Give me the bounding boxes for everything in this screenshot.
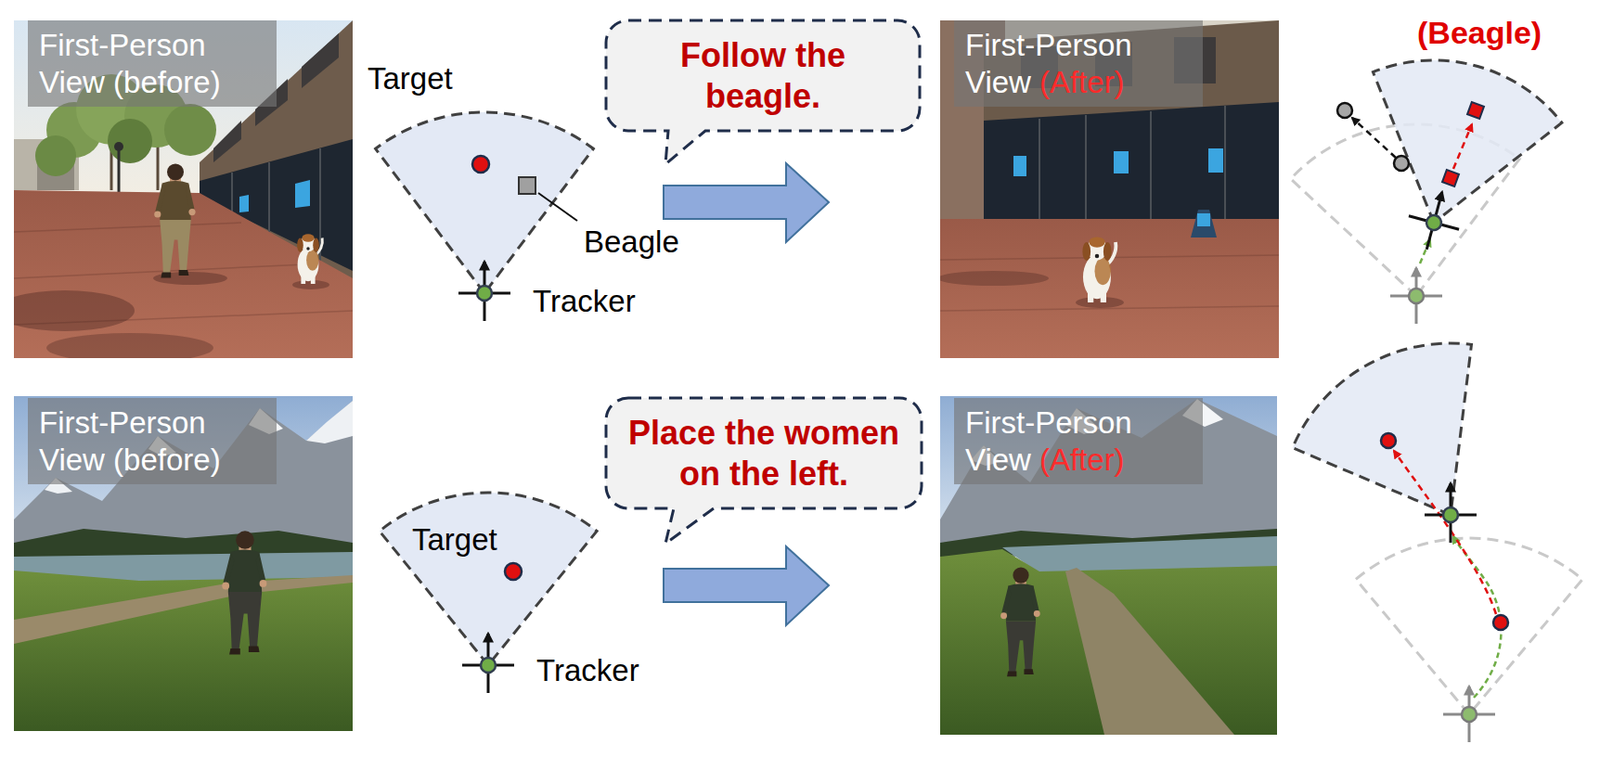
street-photo-after-part (1082, 236, 1116, 303)
speech-bubble: Place the women on the left. (604, 396, 924, 511)
street-photo-after-part (1038, 118, 1041, 220)
landscape-photo-after-part (1000, 567, 1041, 677)
trajectory-diagram-part (1453, 536, 1501, 698)
street-photo-after-part (1208, 148, 1224, 173)
view-fan-diagram-part (472, 155, 490, 173)
street-photo-before-part (114, 141, 124, 152)
street-photo-after-part (1197, 213, 1211, 227)
trajectory-diagram-part (1393, 451, 1497, 615)
street-photo-after-part (1013, 155, 1027, 177)
text-block: Place the women on the left. (615, 412, 913, 493)
view-caption-tag: First-Person View(After) (954, 20, 1203, 107)
view-fan-diagram-part (462, 633, 515, 694)
speech-bubble-outline (604, 18, 922, 133)
diagram-label: Beagle (583, 224, 680, 260)
trajectory-diagram-part (1393, 155, 1409, 171)
view-caption-text: (After) (1039, 441, 1125, 479)
diagram-label: Target (412, 522, 498, 558)
trajectory-diagram-part (1390, 268, 1443, 324)
street-photo-before-part (154, 163, 195, 278)
view-caption-text: First-Person View (before) (38, 405, 221, 478)
landscape-photo-before (13, 396, 353, 732)
street-photo-before-part (164, 103, 217, 156)
view-caption-tag: First-Person View (before) (27, 20, 277, 107)
street-photo-before-part (301, 33, 339, 89)
view-fan-diagram-part (504, 563, 522, 581)
text-block: First-Person View (before) (38, 26, 246, 101)
street-photo-after-part (983, 102, 1279, 223)
landscape-photo-before-part (13, 575, 353, 645)
diagram-label: (Beagle) (1417, 14, 1542, 52)
trajectory-diagram-part (1372, 60, 1562, 223)
trajectory-diagram-part (1424, 483, 1477, 543)
street-photo-before-part (295, 180, 310, 208)
instruction-text: Follow the beagle. (646, 35, 879, 116)
landscape-photo-after (940, 396, 1278, 736)
text-block: Follow the beagle. (646, 35, 879, 116)
view-caption-tag: First-Person View(After) (954, 398, 1203, 485)
view-fan-diagram-part (538, 193, 578, 221)
street-photo-after-part (1084, 115, 1087, 220)
street-photo-before-part (107, 118, 153, 164)
view-caption-text: (After) (1039, 64, 1125, 102)
street-photo-after-part (1075, 296, 1124, 309)
trajectory-diagram-part (1467, 102, 1484, 119)
trajectory-diagram-part (1337, 103, 1353, 118)
street-photo-after-part (1113, 151, 1129, 174)
street-photo-before-part (13, 222, 242, 233)
street-photo-before-part (46, 333, 214, 359)
speech-bubble: Follow the beagle. (604, 18, 922, 133)
trajectory-diagram-part (1292, 343, 1472, 516)
street-photo-before-part (35, 135, 77, 177)
street-photo-before-part (231, 172, 233, 216)
landscape-photo-after-part (940, 399, 1278, 557)
diagram-label: Target (367, 61, 453, 97)
street-photo-before-part (296, 233, 323, 284)
view-caption-tag: First-Person View (before) (27, 398, 277, 485)
street-photo-after-part (1190, 209, 1217, 238)
street-photo-before-part (239, 194, 249, 213)
view-caption-text: First-Person View (before) (38, 27, 221, 100)
view-fan-diagram-part (518, 177, 536, 194)
view-fan-diagram-part (458, 261, 511, 322)
trajectory-diagram-part (1352, 117, 1396, 158)
landscape-photo-after-part (1065, 567, 1235, 736)
street-photo-before-part (268, 162, 271, 237)
street-photo-before (13, 20, 353, 359)
process-arrow (663, 163, 829, 243)
landscape-photo-before-part (13, 396, 353, 564)
street-photo-before-part (117, 148, 121, 194)
text-block: First-Person View (before) (38, 404, 246, 478)
text-block: First-Person View(After) (965, 404, 1172, 478)
street-photo-after-part (940, 270, 1049, 286)
trajectory-diagram-part (1493, 615, 1509, 631)
trajectory-diagram-part (1401, 185, 1468, 257)
landscape-photo-after-part (940, 549, 1278, 736)
street-photo-after-part (1224, 105, 1226, 222)
landscape-photo-before-part (306, 400, 353, 444)
street-photo-before-part (13, 290, 135, 332)
street-photo-before-part (213, 120, 242, 163)
trajectory-diagram (1290, 60, 1562, 324)
trajectory-diagram-part (1380, 433, 1396, 449)
street-photo-after-part (1149, 111, 1152, 221)
speech-bubble-outline (606, 398, 922, 544)
speech-bubble-outline (606, 20, 920, 165)
landscape-photo-before-part (221, 530, 267, 655)
trajectory-diagram (1292, 343, 1583, 743)
trajectory-diagram-part (1442, 169, 1459, 187)
trajectory-diagram-part (1453, 124, 1472, 169)
diagram-label: Tracker (532, 283, 636, 320)
street-photo-after-part (940, 219, 1279, 359)
landscape-photo-before-part (13, 570, 353, 732)
process-arrow (663, 546, 829, 626)
street-photo-after (940, 20, 1279, 359)
text-block: First-Person View(After) (965, 26, 1172, 101)
speech-bubble-outline (604, 396, 924, 511)
diagram-label: Tracker (536, 653, 640, 689)
instruction-text: Place the women on the left. (615, 412, 913, 493)
trajectory-diagram-part (1443, 686, 1496, 743)
